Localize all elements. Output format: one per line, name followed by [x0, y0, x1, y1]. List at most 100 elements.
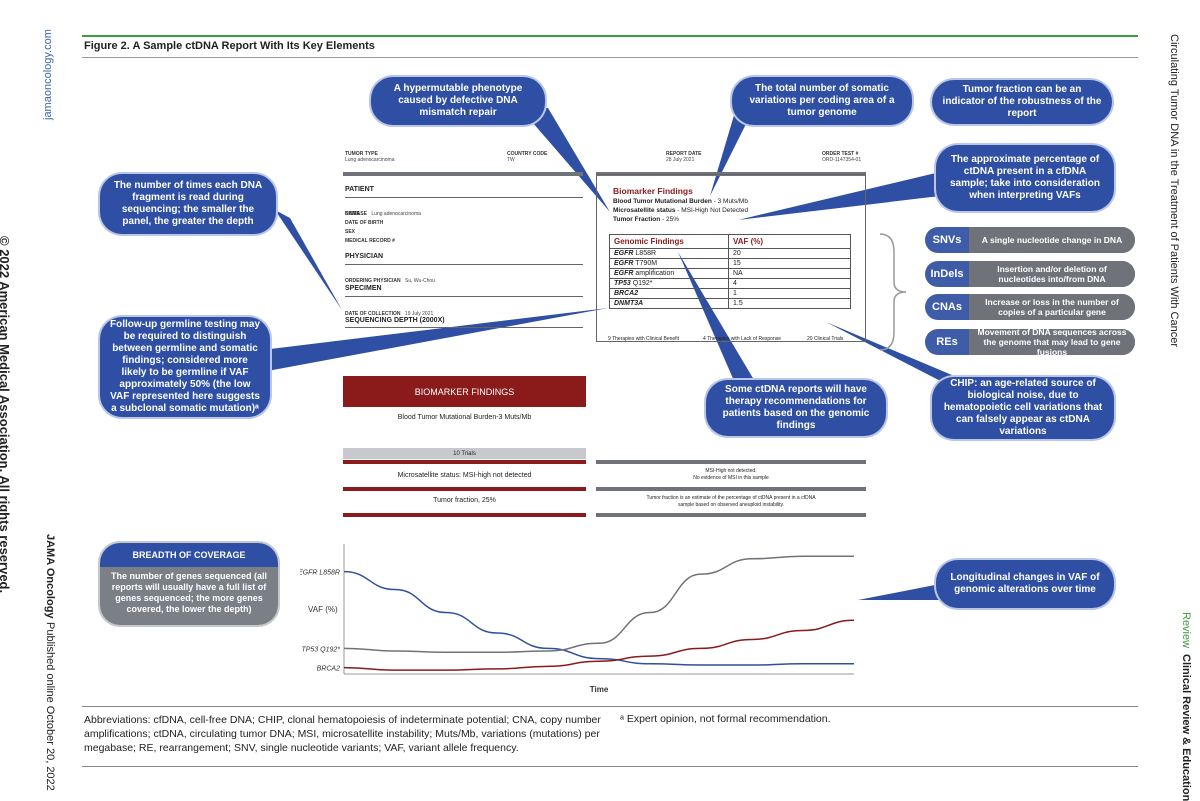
definition-code: SNVs — [932, 234, 962, 246]
pointer-chip — [826, 322, 978, 390]
gene-name: EGFR — [614, 270, 634, 277]
tf-gray-bar — [596, 487, 866, 491]
vaf-value: 1.5 — [728, 298, 851, 309]
patient-rule — [345, 197, 583, 198]
series-line-0 — [343, 570, 854, 666]
series-line-1 — [343, 555, 854, 653]
tf-bottom-red-bar — [343, 513, 586, 517]
table-row: EGFR L858R 20 — [609, 248, 851, 259]
disease-value: Lung adenocarcinoma — [371, 211, 421, 217]
genomic-table-header: Genomic Findings VAF (%) — [609, 234, 851, 249]
gene-name: EGFR — [614, 250, 634, 257]
callout-depth: The number of times each DNA fragment is… — [100, 174, 276, 234]
tf-value: - 25% — [662, 216, 679, 223]
disease-row: DISEASE Lung adenocarcinoma — [345, 202, 421, 220]
definition-code: REs — [936, 336, 958, 348]
gene-name: TP53 — [614, 280, 631, 287]
footnote-rule-bottom — [82, 766, 1138, 767]
table-row: TP53 Q192* 4 — [609, 278, 851, 289]
callout-tmb: The total number of somatic variations p… — [732, 77, 912, 125]
depth-label: SEQUENCING DEPTH (2000X) — [345, 317, 445, 324]
header-bar — [343, 172, 583, 176]
gene-name: EGFR — [614, 260, 634, 267]
therapy-trials: 20 Clinical Trials — [807, 336, 844, 342]
collection-row: DATE OF COLLECTION 19 July 2021 — [345, 302, 433, 320]
specimen-rule — [345, 296, 583, 297]
table-row: EGFR amplification NA — [609, 268, 851, 279]
biomarker-findings-banner: BIOMARKER FINDINGS — [343, 376, 586, 407]
definition-re: REs Movement of DNA sequences across the… — [925, 327, 1135, 357]
callout-tumor-fraction: Tumor fraction can be an indicator of th… — [932, 80, 1112, 124]
tmb-value: - 3 Muts/Mb — [713, 198, 748, 205]
callout-pointers — [262, 108, 978, 600]
tf-bottom-gray-bar — [596, 513, 866, 517]
pointer-depth — [275, 210, 342, 310]
definition-text: A single nucleotide change in DNA — [969, 227, 1135, 253]
pointer-longitudinal — [858, 584, 940, 600]
msi-row: Microsatellite status - MSI-High Not Det… — [613, 207, 748, 214]
figure-title: Figure 2. A Sample ctDNA Report With Its… — [84, 40, 375, 52]
tf-row: Tumor Fraction - 25% — [613, 216, 679, 223]
variant: L858R — [635, 250, 657, 257]
dob-label: DATE OF BIRTH — [345, 220, 384, 226]
callout-germline: Follow-up germline testing may be requir… — [100, 317, 270, 417]
callout-hypermutable: A hypermutable phenotype caused by defec… — [371, 77, 545, 125]
callout-breadth: BREADTH OF COVERAGE The number of genes … — [100, 543, 278, 625]
name-label: NAME — [345, 211, 360, 217]
patient-section: PATIENT — [345, 186, 374, 193]
vaf-value: NA — [728, 268, 851, 279]
gene-name: BRCA2 — [614, 290, 639, 297]
physician-rule — [345, 264, 583, 265]
definition-text: Insertion and/or deletion of nucleotides… — [969, 261, 1135, 287]
breadth-title: BREADTH OF COVERAGE — [100, 543, 278, 567]
msi-label: Microsatellite status — [613, 207, 676, 214]
specimen-section: SPECIMEN — [345, 285, 382, 292]
expert-opinion-note: ᵃ Expert opinion, not formal recommendat… — [620, 713, 831, 725]
definition-text: Increase or loss in the number of copies… — [969, 294, 1135, 320]
vaf-value: 20 — [728, 248, 851, 259]
ordering-value: Su, Wu-Chou — [405, 278, 435, 284]
tumor-type-value: Lung adenocarcinoma — [345, 157, 395, 163]
report-date-label: REPORT DATE — [666, 151, 702, 157]
pointer-vaf — [738, 172, 940, 220]
series-label-0: EGFR L858R — [300, 570, 340, 577]
report-date-value: 28 July 2021 — [666, 157, 695, 163]
tf-label: Tumor Fraction — [613, 216, 661, 223]
table-row: DNMT3A 1.5 — [609, 298, 851, 309]
therapy-lack: 4 Therapies with Lack of Response — [703, 336, 782, 342]
definition-text: Movement of DNA sequences across the gen… — [969, 327, 1135, 357]
table-row: BRCA2 1 — [609, 288, 851, 299]
breadth-body: The number of genes sequenced (all repor… — [100, 567, 278, 625]
y-axis-label: VAF (%) — [308, 605, 338, 614]
variant: Q192* — [632, 280, 653, 287]
callout-vaf: The approximate percentage of ctDNA pres… — [936, 145, 1114, 211]
biomarker-box-title: Biomarker Findings — [613, 186, 693, 196]
sex-label: SEX — [345, 229, 356, 235]
ordering-row: ORDERING PHYSICIAN Su, Wu-Chou — [345, 269, 435, 287]
tf-red-bar — [343, 487, 586, 491]
vaf-value: 4 — [728, 278, 851, 289]
therapy-benefit: 9 Therapies with Clinical Benefit — [608, 336, 680, 342]
series-label-1: TP53 Q192* — [301, 646, 340, 653]
tmb-row: Blood Tumor Mutational Burden - 3 Muts/M… — [613, 198, 748, 205]
tmb-label: Blood Tumor Mutational Burden — [613, 198, 712, 205]
genomic-header: Genomic Findings — [609, 234, 729, 249]
collection-value: 19 July 2021 — [404, 311, 434, 317]
vaf-value: 15 — [728, 258, 851, 269]
tumor-type-label: TUMOR TYPE — [345, 151, 378, 157]
footnote-rule-top — [82, 706, 1138, 707]
order-label: ORDER TEST # — [822, 151, 859, 157]
callout-therapy: Some ctDNA reports will have therapy rec… — [706, 380, 886, 436]
country-label: COUNTRY CODE — [507, 151, 548, 157]
callout-chip: CHIP: an age-related source of biologica… — [932, 377, 1114, 439]
msi-value: - MSI-High Not Detected — [677, 207, 749, 214]
series-line-2 — [343, 619, 855, 671]
definitions-bracket — [879, 233, 907, 351]
msi-note-1: MSI-High not detected. — [705, 468, 757, 474]
definition-indel: InDels Insertion and/or deletion of nucl… — [925, 261, 1135, 287]
figure-title-underline — [82, 57, 1138, 58]
collection-label: DATE OF COLLECTION — [345, 311, 401, 317]
abbreviations: Abbreviations: cfDNA, cell-free DNA; CHI… — [84, 714, 601, 754]
table-row: EGFR T790M 15 — [609, 258, 851, 269]
